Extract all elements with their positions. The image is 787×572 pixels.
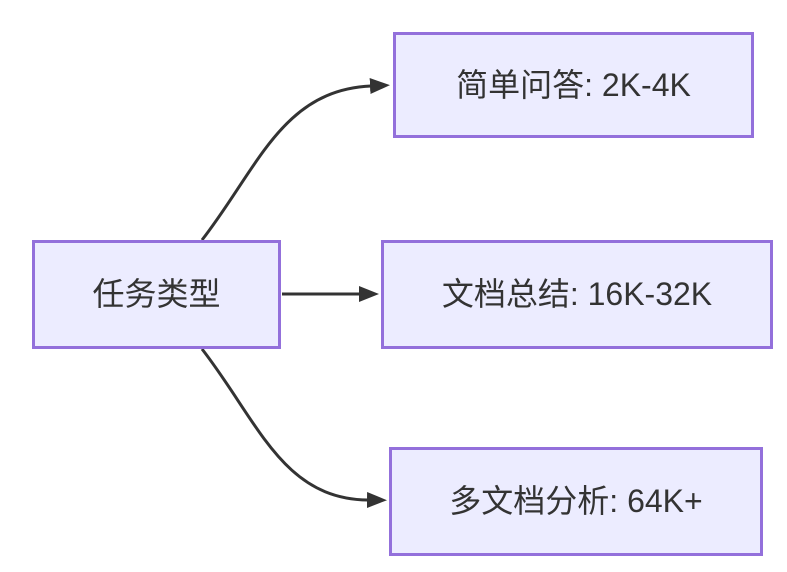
node-task-type: 任务类型 [32,240,281,349]
node-multi-doc-analysis-label: 多文档分析: 64K+ [449,483,703,520]
node-doc-summary-label: 文档总结: 16K-32K [441,276,713,313]
edge-task-type-to-simple-qa [200,78,390,241]
node-simple-qa-label: 简单问答: 2K-4K [456,66,691,103]
node-task-type-label: 任务类型 [92,276,221,313]
node-multi-doc-analysis: 多文档分析: 64K+ [389,447,763,556]
node-simple-qa: 简单问答: 2K-4K [393,32,754,138]
node-doc-summary: 文档总结: 16K-32K [381,240,773,349]
edge-task-type-to-multi-doc [200,348,387,508]
